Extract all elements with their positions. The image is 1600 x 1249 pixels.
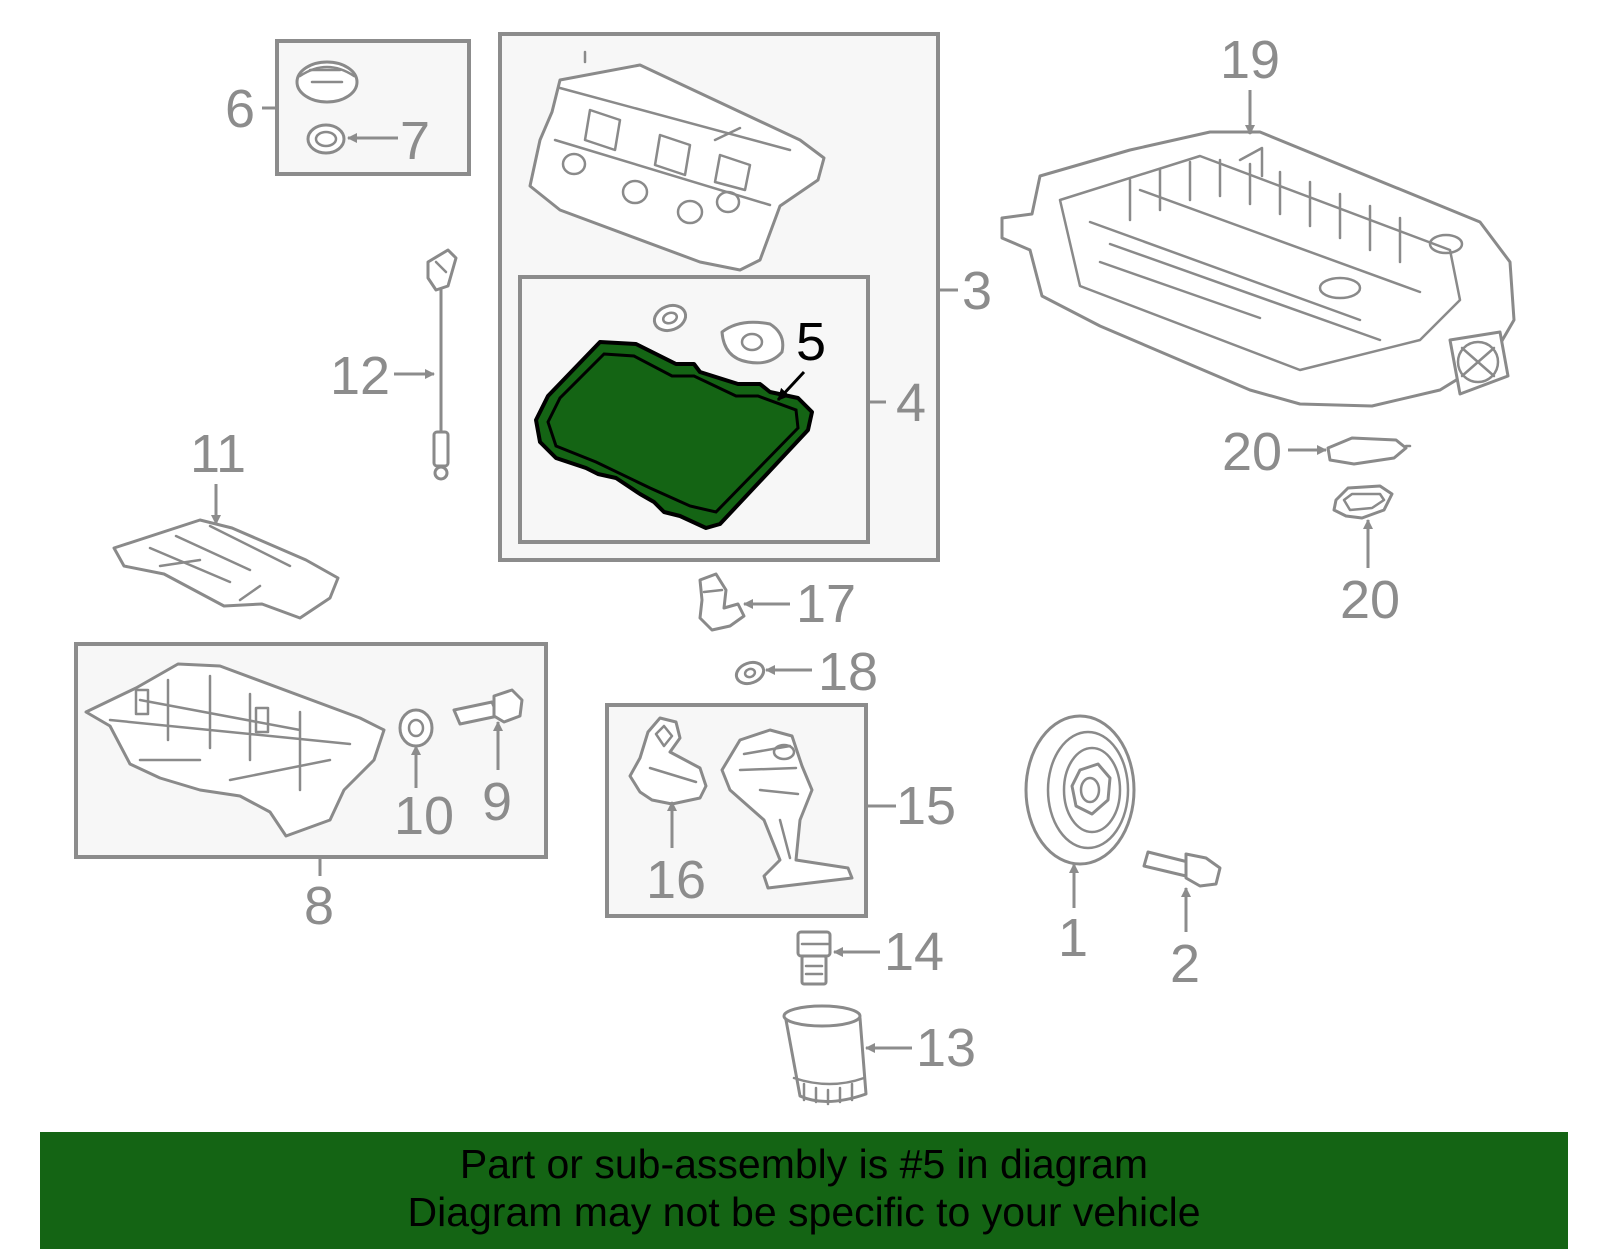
oil-filter-part xyxy=(782,1004,868,1106)
callout-6: 6 xyxy=(225,79,255,139)
leader-5 xyxy=(776,370,806,402)
head-cover-gasket-part xyxy=(534,340,814,530)
banner-line-1: Part or sub-assembly is #5 in diagram xyxy=(459,1141,1149,1187)
callout-10: 10 xyxy=(394,786,454,846)
oil-pan-part xyxy=(84,662,386,838)
callout-2: 2 xyxy=(1170,934,1200,994)
cylinder-head-cover-part xyxy=(528,50,826,272)
pump-gasket-part xyxy=(628,716,708,806)
cap-seal-part xyxy=(306,123,346,155)
callout-4: 4 xyxy=(896,373,926,433)
callout-19: 19 xyxy=(1220,30,1280,90)
callout-20a: 20 xyxy=(1222,422,1282,482)
callout-13: 13 xyxy=(916,1018,976,1078)
engine-cover-part xyxy=(1000,130,1516,408)
callout-18: 18 xyxy=(818,642,878,702)
sensor-washer-part xyxy=(734,660,766,686)
oil-pump-strainer-part xyxy=(720,728,854,890)
drain-washer-part xyxy=(398,708,434,748)
pulley-bolt-part xyxy=(1142,850,1222,888)
cover-gasket-upper-part xyxy=(1326,436,1412,466)
callout-15: 15 xyxy=(896,776,956,836)
callout-20b: 20 xyxy=(1340,570,1400,630)
callout-17: 17 xyxy=(796,574,856,634)
banner-line-2: Diagram may not be specific to your vehi… xyxy=(407,1189,1201,1235)
callout-7: 7 xyxy=(400,111,430,171)
callout-9: 9 xyxy=(482,772,512,832)
oil-filler-cap-part xyxy=(295,60,359,104)
spark-plug-seal-part xyxy=(720,320,785,365)
filter-fitting-part xyxy=(796,930,832,986)
drain-bolt-part xyxy=(452,688,524,726)
crankshaft-pulley-part xyxy=(1024,714,1136,866)
callout-8: 8 xyxy=(304,876,334,936)
info-banner: Part or sub-assembly is #5 in diagram Di… xyxy=(40,1132,1568,1249)
small-seal-part xyxy=(652,303,688,333)
cover-gasket-lower-part xyxy=(1332,484,1394,520)
callout-1: 1 xyxy=(1058,908,1088,968)
callout-3: 3 xyxy=(962,261,992,321)
group-box-6-7 xyxy=(275,39,471,176)
callout-12: 12 xyxy=(330,346,390,406)
oil-baffle-plate-part xyxy=(112,518,340,620)
callout-11: 11 xyxy=(190,424,246,484)
oil-pressure-sensor-part xyxy=(698,572,746,632)
callout-5: 5 xyxy=(796,312,826,372)
callout-14: 14 xyxy=(884,922,944,982)
callout-16: 16 xyxy=(646,850,706,910)
oil-dipstick-part xyxy=(426,248,458,481)
